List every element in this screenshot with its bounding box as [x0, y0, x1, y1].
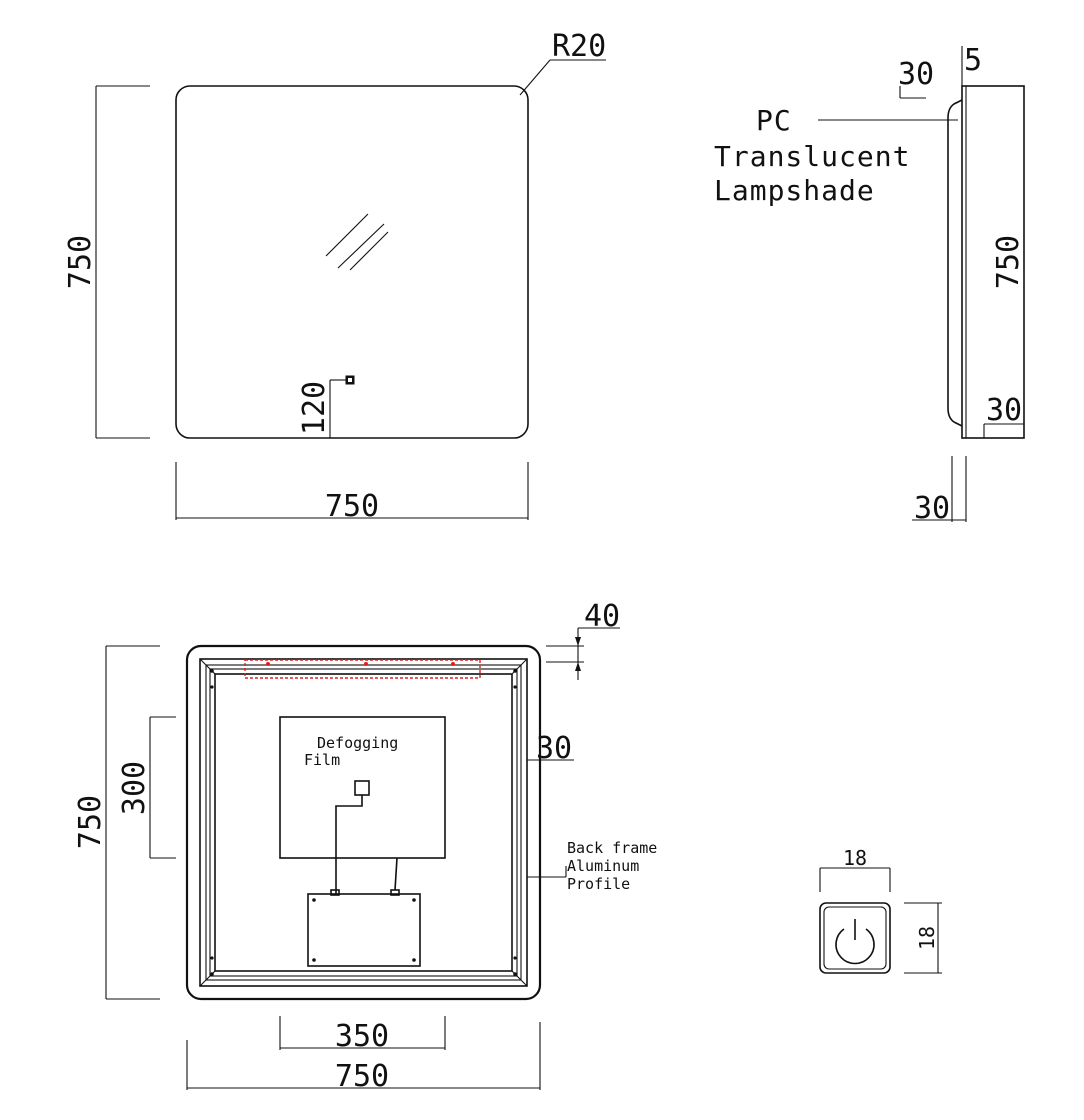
side-body [961, 85, 1025, 439]
switch-height-label: 18 [915, 926, 939, 950]
switch-outer [819, 902, 891, 974]
lampshade-note-line-2: Translucent [714, 140, 910, 173]
radius-label: R20 [552, 29, 606, 64]
back-outer-outline [185, 644, 542, 1001]
side-depth-label: 30 [914, 491, 950, 526]
back-height-label: 750 [73, 795, 108, 849]
lampshade-note-line-3: Lampshade [714, 174, 875, 207]
glass-reflection-marks [325, 213, 389, 271]
frame-width-label: 30 [536, 731, 572, 766]
film-connector [354, 780, 370, 796]
side-glass-label: 5 [964, 43, 982, 78]
switch-offset-label: 120 [297, 381, 332, 435]
side-top-depth-label: 30 [898, 57, 934, 92]
back-frame-outer [199, 658, 528, 987]
defogging-film [279, 716, 446, 859]
side-height-label: 750 [991, 235, 1026, 289]
film-width-label: 350 [335, 1019, 389, 1054]
back-view: Defogging Film 40 30 Back frame Aluminum… [73, 599, 657, 1094]
power-icon [835, 919, 875, 965]
frame-note-line-2: Aluminum [567, 857, 639, 875]
lampshade-note-line-1: PC [756, 104, 792, 137]
front-view: R20 750 750 120 [63, 29, 606, 524]
frame-note-line-3: Profile [567, 875, 630, 893]
film-note-line-1: Defogging [317, 734, 398, 752]
frame-note-line-1: Back frame [567, 839, 657, 857]
film-height-label: 300 [117, 761, 152, 815]
back-frame-inner [214, 673, 513, 972]
strip-offset-label: 40 [584, 599, 620, 634]
front-height-label: 750 [63, 235, 98, 289]
back-width-label: 750 [335, 1059, 389, 1094]
mirror-front-outline [175, 85, 529, 439]
film-note-line-2: Film [304, 751, 340, 769]
switch-width-label: 18 [843, 846, 867, 870]
driver-box [307, 893, 421, 967]
switch-detail: 18 18 [819, 846, 942, 974]
side-view: 30 5 PC Translucent Lampshade 750 30 30 [714, 43, 1026, 526]
front-width-label: 750 [325, 489, 379, 524]
side-bottom-inset-label: 30 [986, 393, 1022, 428]
led-strip [244, 659, 481, 679]
side-lampshade [947, 99, 963, 427]
radius-leader [519, 59, 551, 96]
